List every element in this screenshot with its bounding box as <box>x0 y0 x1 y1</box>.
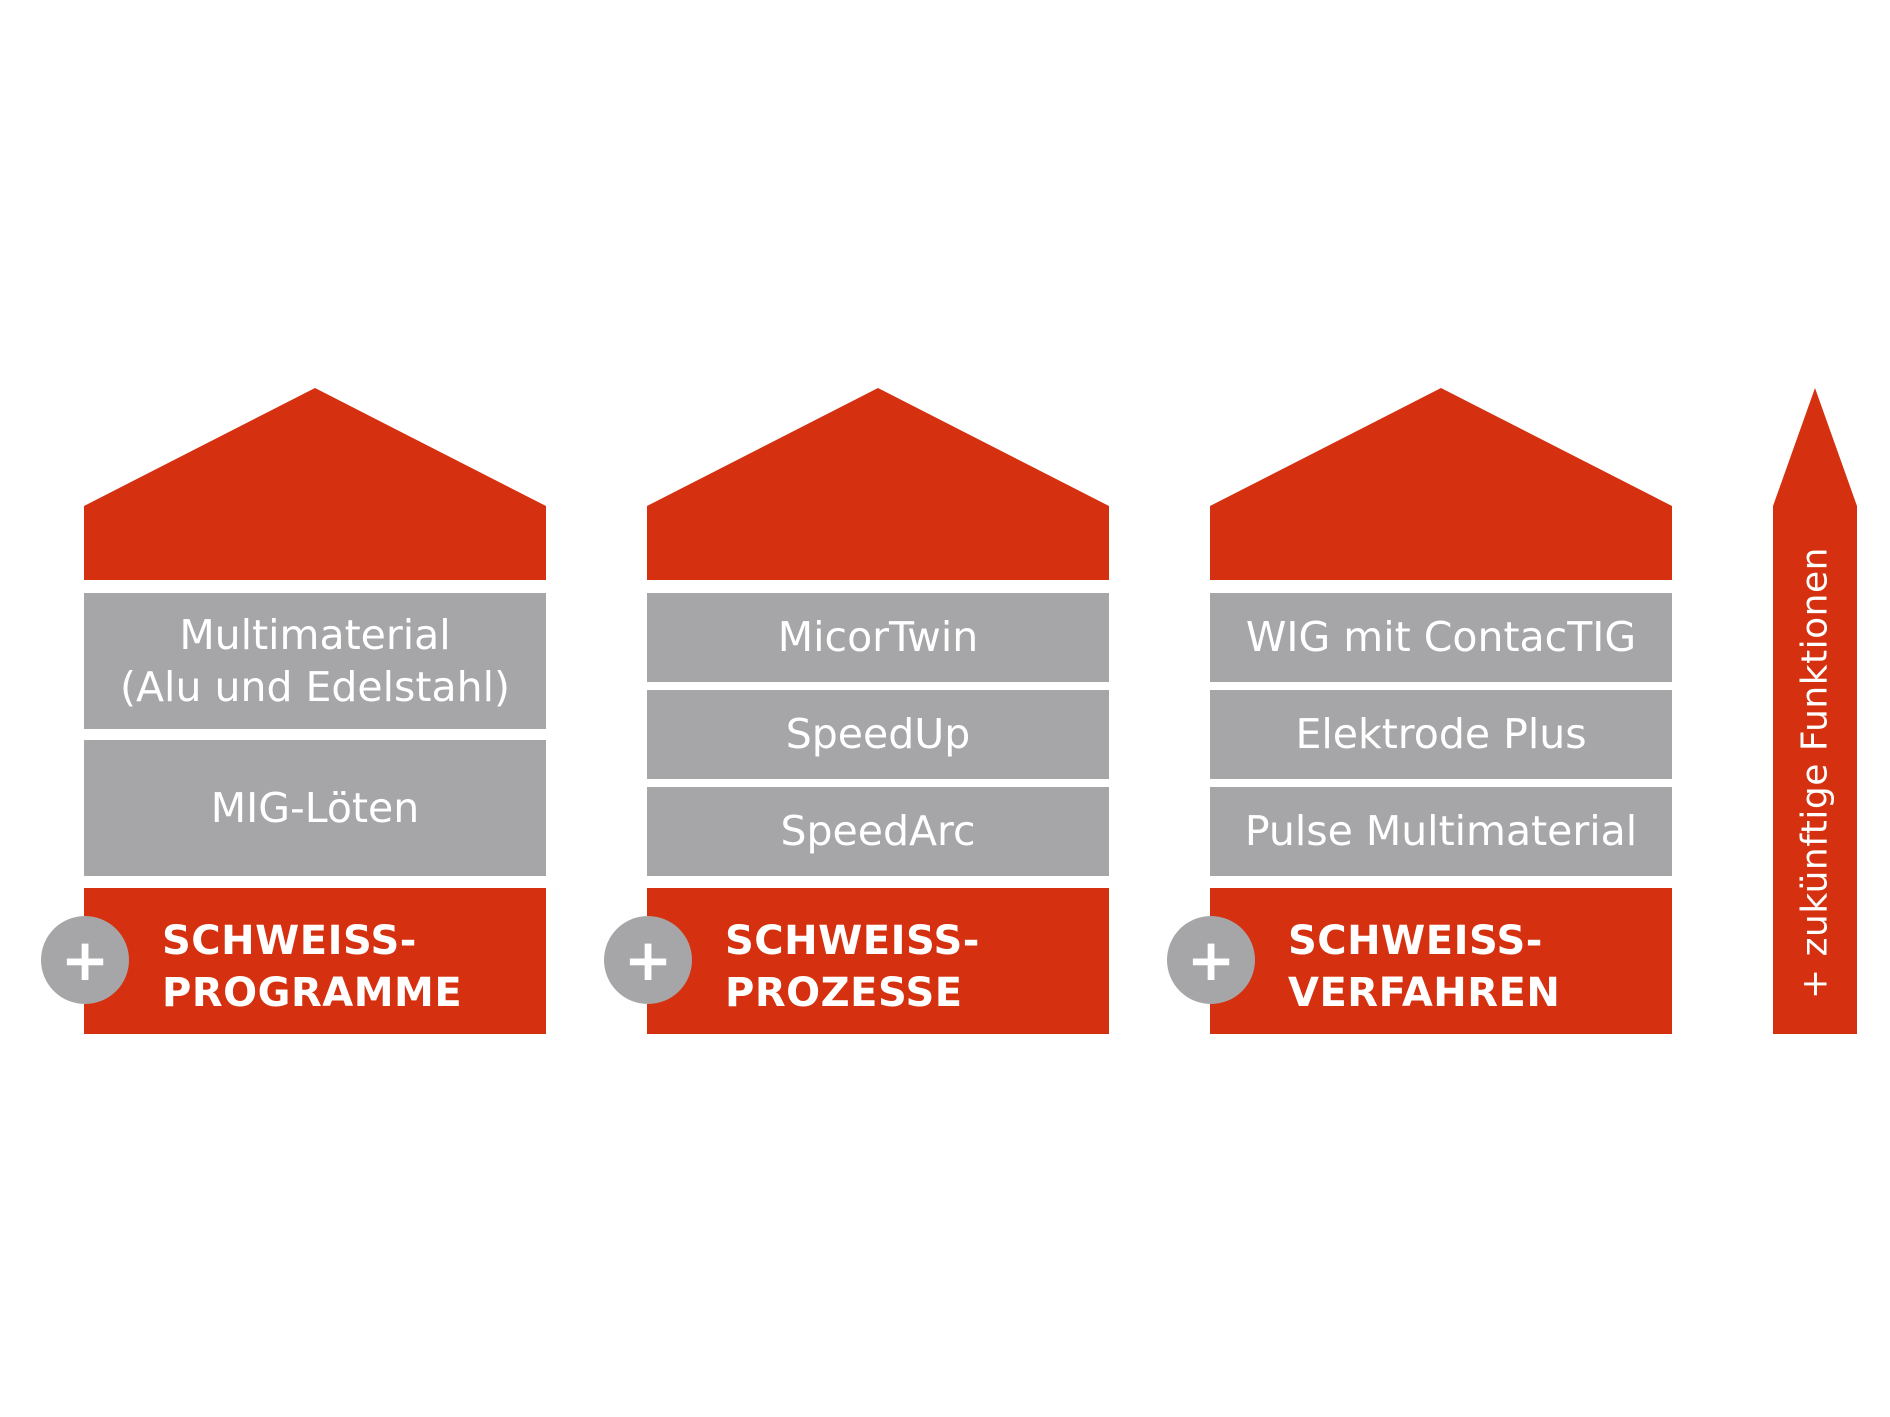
pillar-schweissprozesse: MicorTwin SpeedUp SpeedArc SCHWEISS- PRO… <box>604 388 1109 1038</box>
roof-shape <box>647 388 1109 580</box>
pillar-schweissverfahren: WIG mit ContacTIG Elektrode Plus Pulse M… <box>1167 388 1672 1038</box>
feature-label: SpeedUp <box>785 710 971 759</box>
plus-icon: + <box>1167 916 1255 1004</box>
feature-label: Multimaterial <box>179 610 451 659</box>
feature-block: SpeedUp <box>647 690 1109 779</box>
feature-label: MIG-Löten <box>210 783 420 832</box>
feature-label: Elektrode Plus <box>1295 710 1587 759</box>
pillar-title-line: VERFAHREN <box>1288 970 1561 1016</box>
pillar-base: SCHWEISS- VERFAHREN <box>1210 888 1672 1034</box>
roof-shape <box>84 388 546 580</box>
pillar-title-line: SCHWEISS- <box>162 918 417 964</box>
pillar-title-line: PROGRAMME <box>162 970 463 1016</box>
feature-label: MicorTwin <box>777 613 979 662</box>
pillar-title: SCHWEISS- PROGRAMME <box>162 915 462 1019</box>
feature-label: SpeedArc <box>780 807 976 856</box>
feature-block: Elektrode Plus <box>1210 690 1672 779</box>
feature-block: MicorTwin <box>647 593 1109 682</box>
future-functions-label: + zukünftige Funktionen <box>1794 547 1836 999</box>
pillar-title-line: SCHWEISS- <box>1288 918 1543 964</box>
future-functions-arrow: + zukünftige Funktionen <box>1773 388 1857 1034</box>
roof-shape <box>1210 388 1672 580</box>
feature-label: WIG mit ContacTIG <box>1245 613 1637 662</box>
plus-icon: + <box>604 916 692 1004</box>
feature-label: Pulse Multimaterial <box>1244 807 1638 856</box>
plus-icon: + <box>41 916 129 1004</box>
pillar-title: SCHWEISS- VERFAHREN <box>1288 915 1560 1019</box>
pillar-title-line: SCHWEISS- <box>725 918 980 964</box>
feature-block: MIG-Löten <box>84 740 546 876</box>
feature-block: Pulse Multimaterial <box>1210 787 1672 876</box>
pillar-schweissprogramme: Multimaterial (Alu und Edelstahl) MIG-Lö… <box>41 388 546 1038</box>
feature-label: (Alu und Edelstahl) <box>120 663 510 711</box>
feature-block: Multimaterial (Alu und Edelstahl) <box>84 593 546 729</box>
pillar-base: SCHWEISS- PROZESSE <box>647 888 1109 1034</box>
pillar-title-line: PROZESSE <box>725 970 963 1016</box>
pillar-title: SCHWEISS- PROZESSE <box>725 915 980 1019</box>
arrow-up-icon <box>1773 388 1857 1034</box>
feature-block: SpeedArc <box>647 787 1109 876</box>
feature-block: WIG mit ContacTIG <box>1210 593 1672 682</box>
pillar-base: SCHWEISS- PROGRAMME <box>84 888 546 1034</box>
